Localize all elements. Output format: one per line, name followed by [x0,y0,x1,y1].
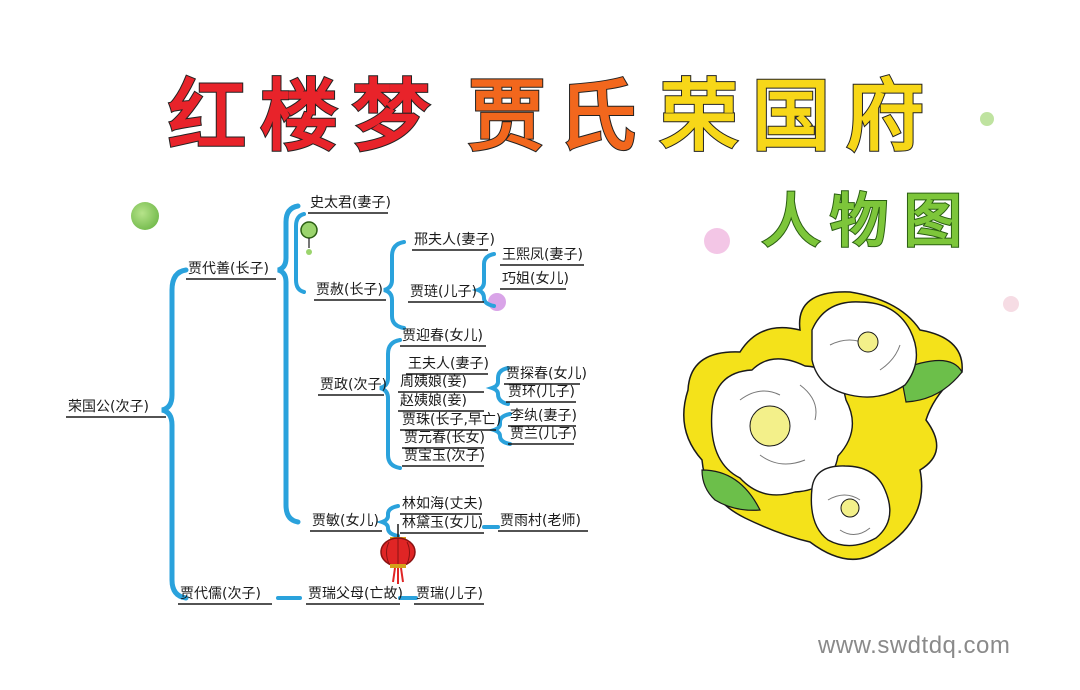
node-jia-yingchun: 贾迎春(女儿) [402,328,483,344]
title-char: 氏 [557,71,637,163]
node-wang-furen: 王夫人(妻子) [408,356,489,372]
title-char: 贾 [467,71,547,163]
bracket-jia-min [375,504,400,538]
title-char: 荣 [659,71,739,163]
camellia-flowers-illustration [683,291,963,561]
title-char: 府 [845,71,925,163]
node-jia-min: 贾敏(女儿) [312,513,379,529]
jade-ornament-icon [300,221,318,255]
bracket-zhao-yiniang [485,366,510,406]
node-jia-yuanchun: 贾元春(长女) [404,430,485,446]
node-jia-zheng: 贾政(次子) [320,377,387,393]
node-jia-rui: 贾瑞(儿子) [416,586,483,602]
node-jia-yucun: 贾雨村(老师) [500,513,581,529]
node-rongguogong: 荣国公(次子) [68,399,149,415]
bracket-jia-she [383,240,406,330]
title-char: 梦 [351,71,431,163]
bracket-jia-she-upper [294,212,306,294]
pink-dot-decoration [1003,296,1019,312]
watermark-url: www.swdtdq.com [818,632,1011,659]
subtitle-char: 图 [903,186,963,256]
node-jia-huan: 贾环(儿子) [508,384,575,400]
title-char: 红 [167,71,247,163]
node-zhao-yiniang: 赵姨娘(妾) [400,393,467,409]
node-jia-dairu: 贾代儒(次子) [180,586,261,602]
node-lin-ruhai: 林如海(丈夫) [402,496,483,512]
node-jia-she: 贾赦(长子) [316,282,383,298]
bracket-jia-daishan [277,203,301,525]
pink-dot-decoration [704,228,730,254]
node-jia-zhu: 贾珠(长子,早亡) [402,412,502,428]
node-zhou-yiniang: 周姨娘(妾) [400,374,467,390]
node-shi-taijun: 史太君(妻子) [310,195,391,211]
node-jia-baoyu: 贾宝玉(次子) [404,448,485,464]
title-char: 国 [751,71,831,163]
node-xing-furen: 邢夫人(妻子) [414,232,495,248]
node-wang-xifeng: 王熙凤(妻子) [502,247,583,263]
node-li-wan: 李纨(妻子) [510,408,577,424]
node-jia-daishan: 贾代善(长子) [188,261,269,277]
green-dot-decoration [980,112,994,126]
subtitle-char: 物 [829,186,889,256]
node-jia-lian: 贾琏(儿子) [410,284,477,300]
bracket-jia-zheng [379,338,402,470]
node-qiao-jie: 巧姐(女儿) [502,271,569,287]
bracket-root [161,267,189,601]
title-char: 楼 [259,71,339,163]
node-lin-daiyu: 林黛玉(女儿) [402,515,483,531]
lantern-icon [380,524,416,584]
node-jia-tanchun: 贾探春(女儿) [506,366,587,382]
bracket-jia-lian [471,252,496,308]
subtitle-char: 人 [761,186,821,256]
node-jia-lan: 贾兰(儿子) [510,426,577,442]
green-dot-decoration [131,202,159,230]
node-jia-rui-parents: 贾瑞父母(亡故) [308,586,403,602]
